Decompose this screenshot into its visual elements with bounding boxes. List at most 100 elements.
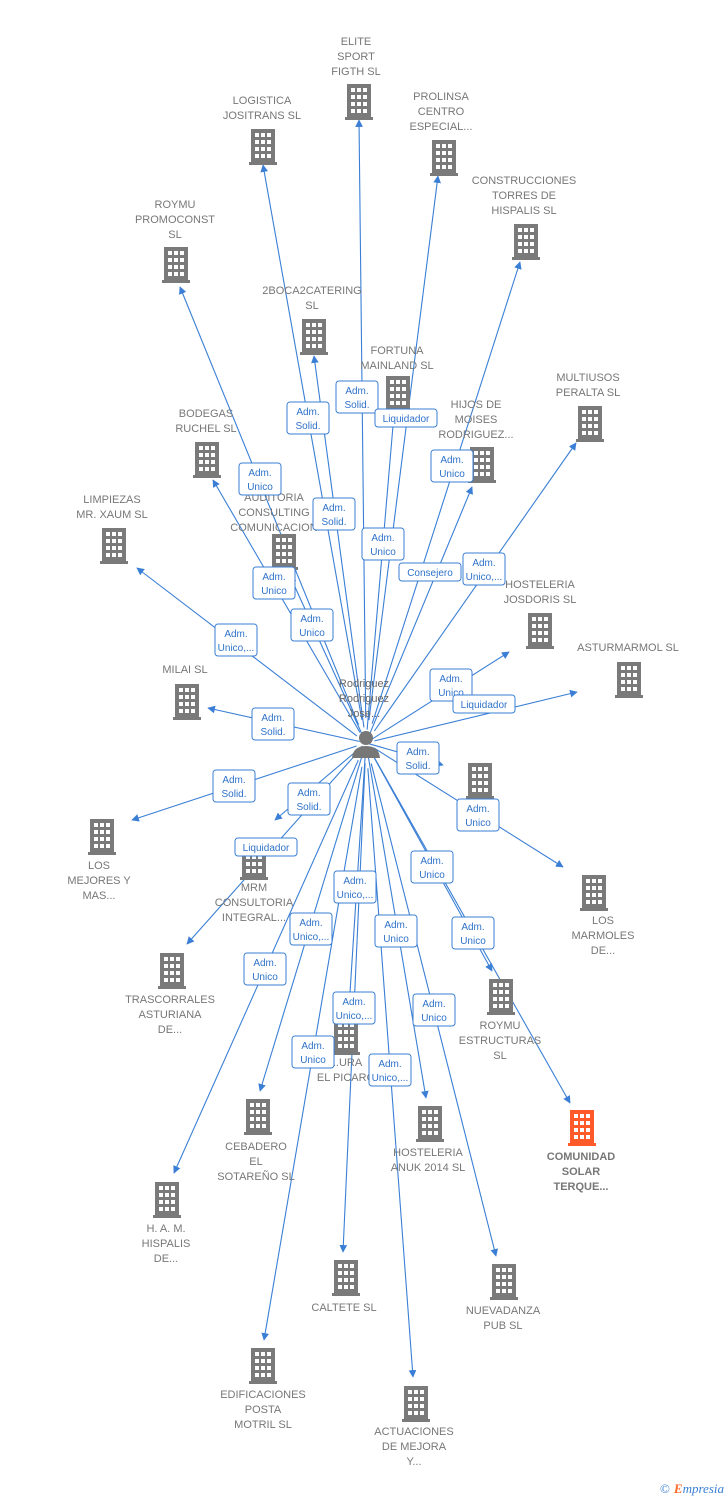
company-node-ham[interactable]: H. A. M.HISPALISDE... bbox=[142, 1182, 191, 1265]
role-label: Liquidador bbox=[243, 843, 290, 854]
role-label: Unico,... bbox=[372, 1073, 409, 1084]
role-badge-box bbox=[429, 668, 473, 702]
company-node-prolinsa[interactable]: PROLINSACENTROESPECIAL... bbox=[410, 91, 473, 176]
role-badge-2boca[interactable]: Adm.Solid. bbox=[312, 497, 356, 531]
role-badge-trascorrales[interactable]: Liquidador bbox=[234, 837, 298, 857]
company-label: DE... bbox=[591, 945, 615, 957]
company-node-asturmarmol[interactable]: ASTURMARMOL SL bbox=[577, 642, 679, 698]
role-badge-box bbox=[251, 707, 295, 741]
role-badge-fortuna[interactable]: Adm.Unico bbox=[361, 527, 405, 561]
role-badge-nuevadanza[interactable]: Adm.Unico bbox=[412, 993, 456, 1027]
role-label: Solid. bbox=[405, 761, 430, 772]
role-badge-box bbox=[287, 782, 331, 816]
company-label: Y... bbox=[406, 1456, 421, 1468]
company-label: DE... bbox=[154, 1253, 178, 1265]
role-badge-bodegas[interactable]: Adm.Unico bbox=[252, 566, 296, 600]
company-label: CENTRO bbox=[418, 106, 465, 118]
company-label: CEBADERO bbox=[225, 1141, 287, 1153]
role-badge-multiusos[interactable]: Adm.Unico,... bbox=[462, 552, 506, 586]
role-label: Solid. bbox=[295, 421, 320, 432]
center-person-name: Jose... bbox=[348, 708, 380, 720]
company-node-los-marmoles[interactable]: LOSMARMOLESDE... bbox=[572, 875, 635, 957]
company-label: ELITE bbox=[341, 36, 372, 48]
role-badge-milai[interactable]: Adm.Solid. bbox=[251, 707, 295, 741]
person-icon bbox=[352, 731, 380, 758]
role-label: Solid. bbox=[221, 789, 246, 800]
role-badge-auditoria[interactable]: Adm.Unico bbox=[290, 608, 334, 642]
company-label: RODRIGUEZ... bbox=[438, 429, 513, 441]
role-badge-prolinsa[interactable]: Liquidador bbox=[374, 408, 438, 428]
role-badge-hosteleria-josdoris[interactable]: Adm.Unico bbox=[429, 668, 473, 702]
role-badge-los-mejores[interactable]: Adm.Solid. bbox=[212, 769, 256, 803]
company-node-trascorrales[interactable]: TRASCORRALESASTURIANADE... bbox=[125, 953, 215, 1036]
role-badge-cebadero[interactable]: Adm.Unico,... bbox=[289, 912, 333, 946]
building-icon bbox=[568, 1110, 596, 1146]
role-badge-picaro[interactable]: Adm.Unico,... bbox=[333, 870, 377, 904]
company-node-hijos[interactable]: HIJOS DEMOISESRODRIGUEZ... bbox=[438, 399, 514, 483]
role-label: Unico,... bbox=[293, 932, 330, 943]
role-badge-co-sl[interactable]: Adm.Solid. bbox=[396, 741, 440, 775]
role-badge-edificaciones[interactable]: Adm.Unico bbox=[291, 1035, 335, 1069]
company-node-milai[interactable]: MILAI SL bbox=[162, 664, 208, 720]
center-person[interactable]: RodriguezRodriguezJose... bbox=[339, 678, 389, 758]
role-badge-mrm[interactable]: Adm. Solid. bbox=[287, 782, 331, 816]
role-badge-los-marmoles[interactable]: Adm.Unico bbox=[456, 798, 500, 832]
company-label: ...URA bbox=[330, 1057, 363, 1069]
building-icon bbox=[430, 140, 458, 176]
company-label: SPORT bbox=[337, 51, 375, 63]
building-icon bbox=[300, 319, 328, 355]
role-label: Adm. bbox=[297, 788, 320, 799]
role-badge-caltete[interactable]: Adm.Unico,... bbox=[332, 991, 376, 1025]
role-badge-roymu-estructuras[interactable]: Adm.Unico bbox=[410, 850, 454, 884]
role-badge-limpiezas[interactable]: Adm.Unico,... bbox=[214, 623, 258, 657]
role-badge-hosteleria-anuk[interactable]: Adm.Unico bbox=[374, 914, 418, 948]
role-badge-roymu-promo[interactable]: Adm.Unico bbox=[238, 462, 282, 496]
role-badge-elite[interactable]: Adm.Solid. bbox=[335, 380, 379, 414]
role-badge-hijos[interactable]: Consejero bbox=[398, 562, 462, 582]
role-label: Solid. bbox=[296, 802, 321, 813]
building-icon bbox=[384, 376, 412, 412]
building-icon bbox=[615, 662, 643, 698]
edge-multiusos bbox=[373, 442, 577, 732]
company-node-comunidad[interactable]: COMUNIDADSOLARTERQUE... bbox=[547, 1110, 615, 1193]
company-node-caltete[interactable]: CALTETE SL bbox=[311, 1260, 377, 1314]
building-icon bbox=[332, 1260, 360, 1296]
role-badge-box bbox=[212, 769, 256, 803]
role-badge-actuaciones[interactable]: Adm.Unico,... bbox=[368, 1053, 412, 1087]
company-label: PERALTA SL bbox=[556, 387, 620, 399]
building-icon bbox=[487, 979, 515, 1015]
role-label: Solid. bbox=[344, 400, 369, 411]
role-badge-asturmarmol[interactable]: Liquidador bbox=[452, 694, 516, 714]
role-badge-comunidad[interactable]: Adm.Unico bbox=[451, 916, 495, 950]
company-label: INTEGRAL... bbox=[222, 912, 286, 924]
role-label: Unico bbox=[438, 688, 464, 699]
role-badge-box bbox=[214, 623, 258, 657]
company-label: FORTUNA bbox=[371, 345, 425, 357]
company-node-mrm[interactable]: MRMCONSULTORIAINTEGRAL... bbox=[215, 844, 294, 924]
role-badge-construcciones[interactable]: Adm.Unico bbox=[430, 449, 474, 483]
edge-fortuna bbox=[366, 413, 398, 730]
building-icon bbox=[512, 224, 540, 260]
role-badge-ham[interactable]: Adm.Unico bbox=[243, 952, 287, 986]
role-badge-logistica[interactable]: Adm.Solid. bbox=[286, 401, 330, 435]
